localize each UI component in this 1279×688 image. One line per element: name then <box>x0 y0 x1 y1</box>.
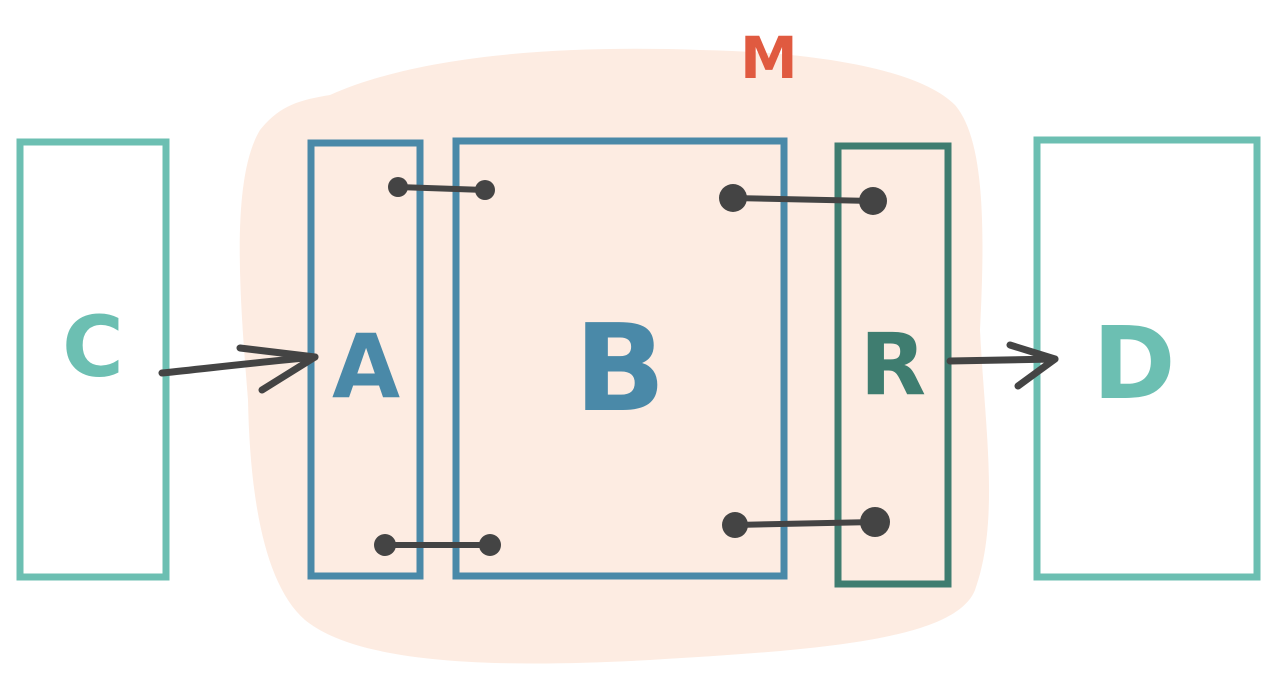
box-b-label: B <box>574 300 665 439</box>
link-b-r-top <box>719 184 887 215</box>
box-c <box>16 138 170 581</box>
box-a-label: A <box>332 315 400 418</box>
box-r-label: R <box>860 315 926 415</box>
link-b-r-bottom <box>722 507 890 538</box>
link-a-b-bottom <box>374 534 501 556</box>
module-m-region <box>239 48 990 664</box>
module-m-label: M <box>740 24 798 92</box>
box-r <box>834 142 952 588</box>
box-c-label: C <box>62 298 124 396</box>
arrow-c-to-a <box>158 344 319 394</box>
box-b <box>452 137 788 580</box>
arrow-r-to-d <box>946 341 1059 390</box>
box-d-label: D <box>1092 305 1175 422</box>
link-a-b-top <box>388 177 495 200</box>
